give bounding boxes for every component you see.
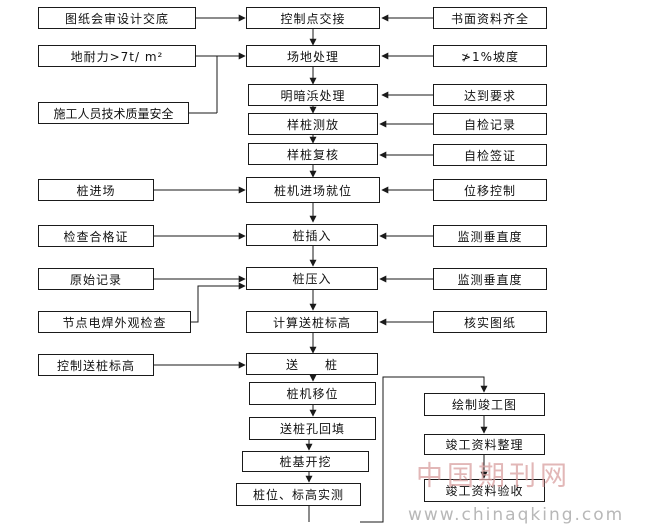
step-rig-in-place: 桩机进场就位 [246,177,380,203]
step-site-treatment: 场地处理 [246,45,380,67]
check-verify-drawing: 核实图纸 [433,311,547,333]
watermark-chinese: 中国期刊网 [416,461,571,492]
check-slope: ≯1%坡度 [433,45,547,67]
watermark-url: www.chinaqking.com [408,505,625,525]
step-rig-move: 桩机移位 [249,382,376,405]
input-control-elevation: 控制送桩标高 [38,354,154,376]
input-personnel-safety: 施工人员技术质量安全 [38,102,189,124]
check-displacement-control: 位移控制 [433,179,547,201]
step-pit-excavation: 桩基开挖 [242,451,369,472]
check-verticality-press: 监测垂直度 [433,268,547,290]
step-pile-recheck: 样桩复核 [248,143,378,165]
step-calc-elevation: 计算送桩标高 [246,311,378,333]
step-draw-asbuilt: 绘制竣工图 [424,393,545,416]
step-hole-backfill: 送桩孔回填 [249,417,376,440]
step-pile-insert: 桩插入 [246,224,378,246]
step-position-survey: 桩位、标高实测 [236,483,361,506]
input-bearing-capacity: 地耐力>7t/ m² [38,45,196,67]
branch-connector [360,376,488,523]
left-arrow [191,282,246,323]
step-control-handover: 控制点交接 [246,7,380,29]
check-documents-ready: 书面资料齐全 [433,7,547,29]
input-weld-inspection: 节点电焊外观检查 [38,311,191,333]
check-self-check-record: 自检记录 [433,113,547,135]
check-verticality-insert: 监测垂直度 [433,225,547,247]
input-qualification-check: 检查合格证 [38,225,154,247]
check-meet-requirements: 达到要求 [433,84,547,106]
step-pile-press: 桩压入 [246,267,378,290]
step-ditch-treatment: 明暗浜处理 [248,84,378,106]
check-self-check-sign: 自检签证 [433,144,547,166]
left-arrow [216,55,245,113]
step-pile-layout: 样桩测放 [248,113,378,135]
input-original-record: 原始记录 [38,268,154,290]
step-organize-docs: 竣工资料整理 [424,434,545,455]
step-send-pile: 送 桩 [246,353,378,375]
input-pile-arrival: 桩进场 [38,179,154,201]
step-accept-docs: 竣工资料验收 [424,479,545,502]
input-drawing-review: 图纸会审设计交底 [38,7,196,29]
